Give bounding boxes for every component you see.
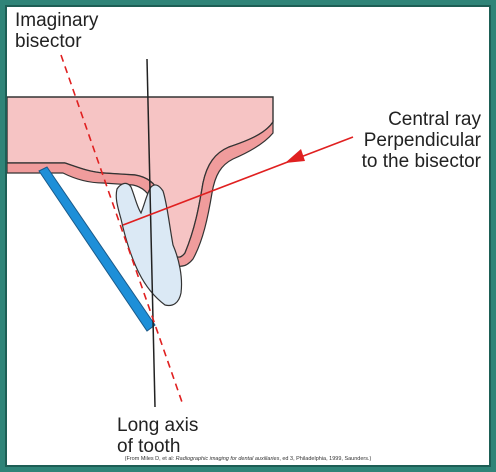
long-axis-line: [146, 58, 156, 408]
credit-suffix: , ed 3, Philadelphia, 1999, Saunders.): [279, 456, 372, 462]
credit-title: Radiographic imaging for dental auxiliar…: [175, 456, 280, 462]
figure-panel: Imaginary bisector Central ray Perpendic…: [5, 5, 491, 467]
bisector-label-line-1: Imaginary: [15, 10, 99, 31]
central-ray-label-line-2: Perpendicular: [363, 130, 481, 151]
long-axis-label-line-1: Long axis: [117, 415, 199, 436]
tooth-shape: [115, 182, 183, 307]
imaginary-bisector-line: [60, 54, 184, 406]
long-axis-label: Long axis of tooth: [117, 415, 198, 457]
central-ray-label: Central ray Perpendicular to the bisecto…: [362, 109, 481, 172]
imaginary-bisector-label: Imaginary bisector: [15, 10, 98, 52]
central-ray-label-line-1: Central ray: [388, 109, 481, 130]
source-credit: (From Miles D, et al: Radiographic imagi…: [7, 456, 489, 462]
long-axis-label-line-2: of tooth: [117, 436, 181, 457]
central-ray-line: [122, 136, 354, 226]
central-ray-label-line-3: to the bisector: [361, 151, 481, 172]
central-ray-arrowhead: [285, 149, 305, 163]
credit-prefix: (From Miles D, et al:: [124, 456, 176, 462]
film-receptor: [38, 166, 156, 332]
bisector-label-line-2: bisector: [15, 31, 82, 52]
bisecting-angle-diagram: [7, 54, 354, 408]
